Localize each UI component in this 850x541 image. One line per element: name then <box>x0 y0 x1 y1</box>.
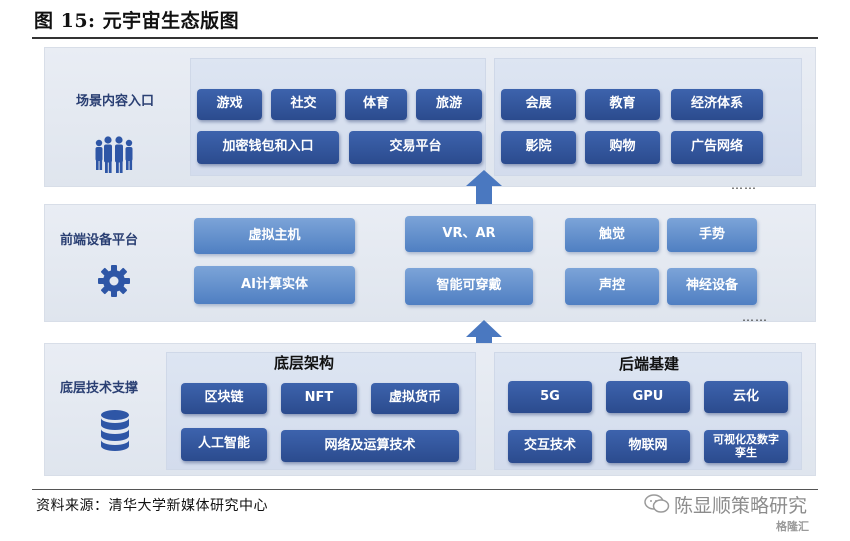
backend-infra-title: 后端基建 <box>619 355 680 373</box>
node-vr-ar: VR、AR <box>405 216 533 252</box>
node-voice-control: 声控 <box>565 268 659 305</box>
up-arrow-icon <box>466 170 502 204</box>
node-5g: 5G <box>508 381 592 413</box>
node-interaction-tech: 交互技术 <box>508 430 592 463</box>
node-network-computing: 网络及运算技术 <box>281 430 459 462</box>
node-blockchain: 区块链 <box>181 383 267 414</box>
device-layer-label: 前端设备平台 <box>60 233 139 248</box>
node-visualization-twin: 可视化及数字孪生 <box>704 430 788 463</box>
node-neural-device: 神经设备 <box>667 268 757 305</box>
node-game: 游戏 <box>197 89 262 120</box>
node-smart-wearable: 智能可穿戴 <box>405 268 533 305</box>
node-nft: NFT <box>281 383 357 414</box>
node-virtual-host: 虚拟主机 <box>194 218 355 254</box>
bottom-rule <box>32 489 818 490</box>
architecture-title: 底层架构 <box>274 354 335 372</box>
scene-ellipsis: …… <box>731 178 757 192</box>
node-ad-network: 广告网络 <box>671 131 763 164</box>
people-group-icon <box>95 136 133 173</box>
source-note: 资料来源：清华大学新媒体研究中心 <box>36 498 268 514</box>
top-rule <box>32 37 818 39</box>
node-social: 社交 <box>271 89 336 120</box>
node-cinema: 影院 <box>501 131 576 164</box>
watermark-text: 陈显顺策略研究 <box>674 495 808 517</box>
node-iot: 物联网 <box>606 430 690 463</box>
node-ai: 人工智能 <box>181 428 267 461</box>
node-haptics: 触觉 <box>565 218 659 252</box>
node-crypto-wallet: 加密钱包和入口 <box>197 131 339 164</box>
node-gesture: 手势 <box>667 218 757 252</box>
up-arrow-icon <box>466 320 502 356</box>
node-trading-platform: 交易平台 <box>349 131 482 164</box>
node-economic-system: 经济体系 <box>671 89 763 120</box>
device-ellipsis: …… <box>742 310 768 324</box>
node-exhibition: 会展 <box>501 89 576 120</box>
node-gpu: GPU <box>606 381 690 413</box>
figure-title: 图 15: 元宇宙生态版图 <box>34 10 240 32</box>
node-sports: 体育 <box>345 89 407 120</box>
database-icon <box>101 410 129 451</box>
node-cloud: 云化 <box>704 381 788 413</box>
node-virtual-currency: 虚拟货币 <box>371 383 459 414</box>
wechat-icon <box>644 494 670 513</box>
scene-layer-label: 场景内容入口 <box>76 94 155 109</box>
gear-icon <box>98 265 130 297</box>
tech-layer-label: 底层技术支撑 <box>60 381 139 396</box>
node-shopping: 购物 <box>585 131 660 164</box>
watermark-small-text: 格隆汇 <box>776 520 809 533</box>
node-education: 教育 <box>585 89 660 120</box>
node-travel: 旅游 <box>416 89 482 120</box>
node-ai-compute: AI计算实体 <box>194 266 355 304</box>
